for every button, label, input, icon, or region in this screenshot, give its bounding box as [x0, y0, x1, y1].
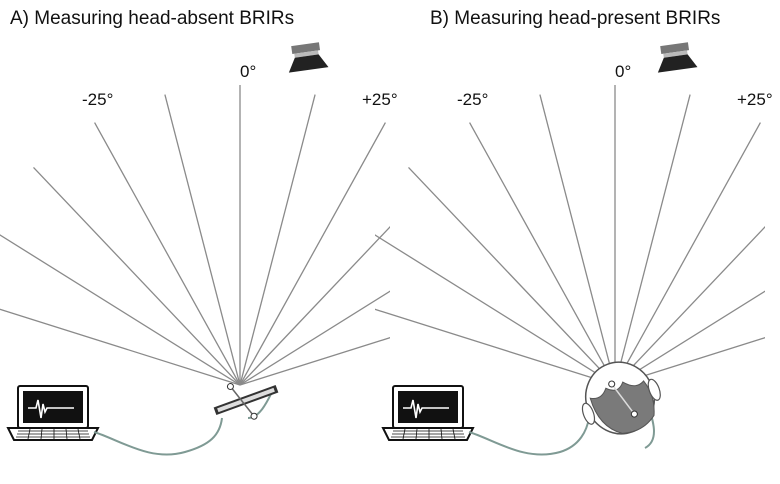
ray-fan: [0, 85, 390, 386]
source-direction-ray: [239, 337, 390, 386]
source-direction-ray: [614, 290, 765, 386]
source-direction-ray: [375, 308, 616, 386]
panel-title: B) Measuring head-present BRIRs: [430, 8, 721, 29]
source-direction-ray: [614, 122, 761, 386]
loudspeaker-icon: [288, 42, 329, 73]
source-direction-ray: [0, 234, 241, 386]
impulse-response-icon: [403, 399, 449, 419]
angle-label-center: 0°: [240, 62, 257, 81]
angle-label-left: -25°: [457, 90, 489, 109]
angle-label-right: +25°: [737, 90, 773, 109]
panel-head-absent: A) Measuring head-absent BRIRs -25° 0° +…: [0, 8, 398, 456]
ray-fan: [375, 85, 765, 386]
source-direction-ray: [239, 225, 390, 386]
source-direction-ray: [408, 166, 616, 386]
source-direction-ray: [614, 94, 691, 386]
angle-label-center: 0°: [615, 62, 632, 81]
source-direction-ray: [239, 290, 390, 386]
impulse-response-icon: [28, 399, 74, 419]
source-direction-ray: [469, 122, 616, 386]
laptop-icon: [381, 385, 475, 441]
panel-head-present: B) Measuring head-present BRIRs -25° 0° …: [375, 0, 773, 484]
source-direction-ray: [94, 122, 241, 386]
source-direction-ray: [239, 122, 386, 386]
diagram-canvas: [0, 42, 390, 456]
panel-title: A) Measuring head-absent BRIRs: [10, 8, 295, 29]
angle-label-left: -25°: [82, 90, 114, 109]
source-direction-ray: [614, 337, 765, 386]
angle-label-right: +25°: [362, 90, 398, 109]
source-direction-ray: [239, 94, 316, 386]
laptop-icon: [6, 385, 100, 441]
source-direction-ray: [375, 234, 616, 386]
loudspeaker-icon: [657, 42, 698, 73]
source-direction-ray: [539, 94, 616, 386]
source-direction-ray: [33, 166, 241, 386]
diagram-canvas: [375, 42, 765, 456]
source-direction-ray: [0, 308, 241, 386]
head-icon: [581, 361, 661, 435]
source-direction-ray: [614, 225, 765, 386]
source-direction-ray: [164, 94, 241, 386]
binaural-bar-icon: [213, 383, 279, 420]
